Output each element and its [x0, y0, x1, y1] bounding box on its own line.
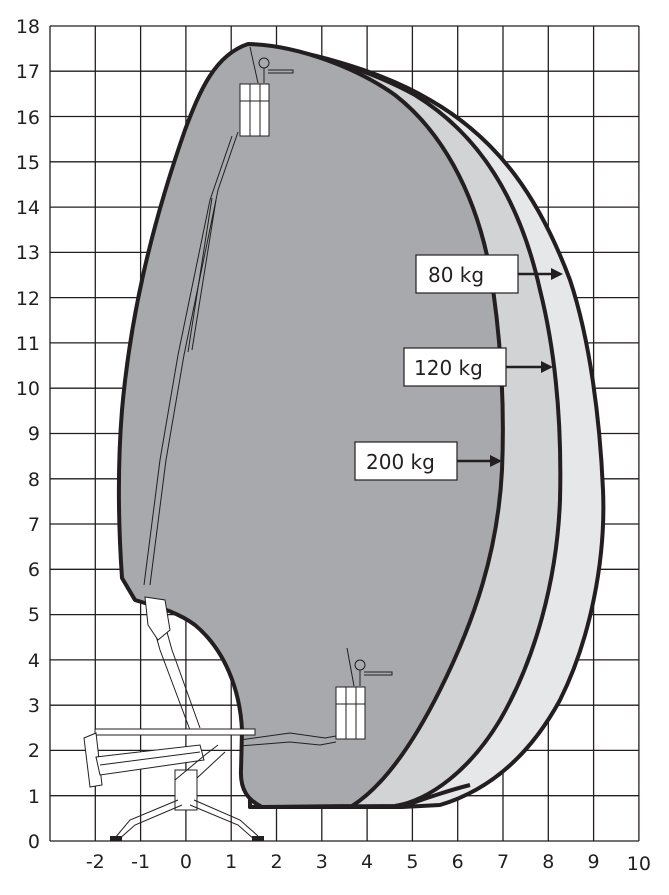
chassis-deck: [94, 728, 256, 736]
svg-text:18: 18: [16, 16, 40, 38]
label-80kg: 80 kg: [415, 254, 563, 294]
svg-text:4: 4: [28, 650, 40, 672]
arrow-right-icon: [490, 455, 502, 467]
svg-text:14: 14: [16, 197, 40, 219]
svg-text:9: 9: [28, 423, 40, 445]
envelope-200kg: [117, 42, 505, 809]
label-200kg: 200 kg: [354, 441, 502, 481]
svg-text:0: 0: [180, 851, 192, 873]
envelope-bottom-edge: [401, 783, 471, 809]
svg-text:9: 9: [588, 851, 600, 873]
svg-text:13: 13: [16, 242, 40, 264]
svg-text:7: 7: [497, 851, 509, 873]
arrow-right-icon: [551, 268, 563, 280]
svg-text:8: 8: [542, 851, 554, 873]
svg-text:4: 4: [361, 851, 373, 873]
outrigger-left: [114, 799, 183, 841]
svg-text:16: 16: [16, 107, 40, 129]
upper-basket-icon: [239, 83, 270, 137]
svg-text:2: 2: [28, 740, 40, 762]
outrigger-right: [189, 799, 259, 841]
x-axis-labels: -2 -1 0 1 2 3 4 5 6 7 8 9 10: [86, 851, 651, 875]
machine-illustration: [83, 46, 393, 841]
svg-text:-1: -1: [131, 851, 150, 873]
svg-text:10: 10: [627, 853, 651, 875]
svg-text:5: 5: [406, 851, 418, 873]
svg-text:8: 8: [28, 469, 40, 491]
label-80kg-text: 80 kg: [428, 263, 484, 287]
svg-text:15: 15: [16, 152, 40, 174]
svg-text:1: 1: [225, 851, 237, 873]
svg-text:0: 0: [28, 831, 40, 853]
lower-basket-icon: [335, 686, 366, 740]
svg-text:12: 12: [16, 288, 40, 310]
svg-text:11: 11: [16, 333, 40, 355]
label-120kg-text: 120 kg: [414, 356, 483, 380]
svg-text:17: 17: [16, 61, 40, 83]
base-column: [174, 769, 198, 811]
svg-text:3: 3: [316, 851, 328, 873]
svg-text:2: 2: [270, 851, 282, 873]
y-axis-labels: 0 1 2 3 4 5 6 7 8 9 10 11 12 13 14 15 16…: [16, 16, 40, 853]
svg-text:-2: -2: [86, 851, 105, 873]
svg-text:3: 3: [28, 695, 40, 717]
svg-text:6: 6: [28, 559, 40, 581]
arrow-right-icon: [541, 361, 553, 373]
svg-text:6: 6: [452, 851, 464, 873]
label-200kg-text: 200 kg: [366, 450, 435, 474]
label-120kg: 120 kg: [403, 347, 553, 387]
svg-text:10: 10: [16, 378, 40, 400]
svg-text:7: 7: [28, 514, 40, 536]
svg-text:1: 1: [28, 786, 40, 808]
svg-text:5: 5: [28, 604, 40, 626]
